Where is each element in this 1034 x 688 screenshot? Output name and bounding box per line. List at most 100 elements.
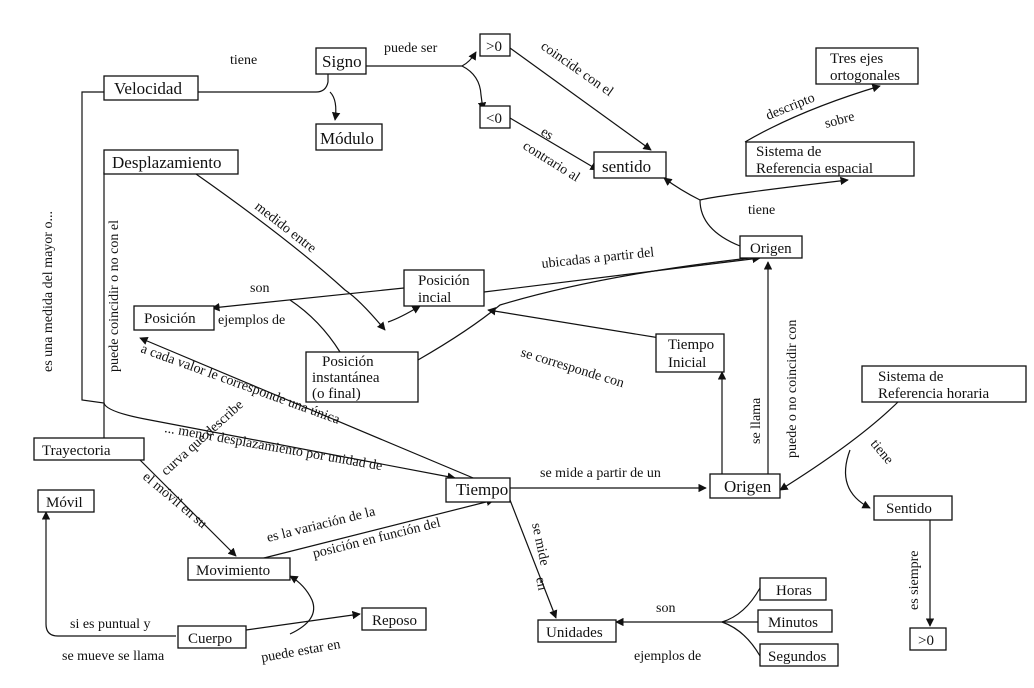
edges <box>41 47 935 657</box>
label-puede-ser: puede ser <box>384 41 438 56</box>
node-sentido-bottom[interactable]: Sentido <box>873 495 953 521</box>
node-sentido-top[interactable]: sentido <box>593 151 667 179</box>
node-movimiento-label: Movimiento <box>196 563 270 579</box>
node-origen-top[interactable]: Origen <box>739 235 803 259</box>
node-origen-top-label: Origen <box>750 241 792 257</box>
node-segundos[interactable]: Segundos <box>759 643 839 667</box>
label-es-una-medida: es una medida del mayor o... <box>41 211 56 372</box>
edge-movimiento-tiempo <box>255 497 495 561</box>
label-es-contrario-1: es <box>538 125 556 144</box>
node-srh[interactable]: Sistema de Referencia horaria <box>861 365 1027 403</box>
node-minutos[interactable]: Minutos <box>757 609 833 633</box>
edge-signo-menor0 <box>461 65 487 111</box>
edge-srh-sentido <box>844 449 871 509</box>
label-ejemplos-de-2: ejemplos de <box>634 649 701 664</box>
node-desplazamiento-label: Desplazamiento <box>112 153 222 172</box>
label-se-mide-en-1: se mide <box>528 522 552 567</box>
link-labels: tiene puede ser coincide con el es contr… <box>41 39 922 666</box>
edge-medido-posinicial <box>387 305 421 323</box>
node-reposo[interactable]: Reposo <box>361 607 427 631</box>
node-menor0[interactable]: <0 <box>479 105 511 129</box>
node-posicion-inicial[interactable]: Posición incial <box>403 269 485 307</box>
node-horas[interactable]: Horas <box>759 577 827 601</box>
node-posicion-instantanea[interactable]: Posición instantánea (o final) <box>305 351 419 403</box>
edge-segundos <box>721 621 761 657</box>
node-tres-ejes[interactable]: Tres ejes ortogonales <box>815 47 919 85</box>
label-se-llama: se llama <box>749 397 764 444</box>
edge-velocidad-signo <box>198 70 329 93</box>
node-reposo-label: Reposo <box>372 613 417 629</box>
node-srh-label-1: Sistema de <box>878 369 944 385</box>
label-se-mide-en-2: en <box>532 576 549 592</box>
node-signo-label: Signo <box>322 52 362 71</box>
node-movil-label: Móvil <box>46 495 83 511</box>
label-puede-estar-en: puede estar en <box>260 637 341 666</box>
node-segundos-label: Segundos <box>768 649 827 665</box>
edge-cuerpo-movil <box>41 511 176 637</box>
label-ejemplos-de-1: ejemplos de <box>218 313 285 328</box>
node-tres-ejes-label-2: ortogonales <box>830 68 900 84</box>
node-origen-bottom[interactable]: Origen <box>709 473 781 499</box>
edge-cuerpo-reposo <box>245 610 361 631</box>
node-trayectoria-label: Trayectoria <box>42 443 111 459</box>
label-tiene-1: tiene <box>230 53 257 68</box>
node-unidades-label: Unidades <box>546 625 603 641</box>
node-modulo[interactable]: Módulo <box>315 123 383 151</box>
node-modulo-label: Módulo <box>320 129 374 148</box>
label-puede-o-no-coincidir: puede o no coincidir con <box>785 320 800 458</box>
node-mayor0-bottom[interactable]: >0 <box>909 627 947 651</box>
label-se-mueve-se-llama: se mueve se llama <box>62 649 165 664</box>
node-mayor0-top-label: >0 <box>486 39 502 55</box>
edge-menor0-sentido <box>509 117 599 171</box>
node-movil[interactable]: Móvil <box>37 489 95 513</box>
node-tres-ejes-label-1: Tres ejes <box>830 51 883 67</box>
edge-origen-sre <box>699 176 849 247</box>
node-tiempo-inicial[interactable]: Tiempo Inicial <box>655 333 725 373</box>
node-movimiento[interactable]: Movimiento <box>187 557 291 581</box>
edge-mayor0-sentido <box>509 47 652 151</box>
node-sentido-bottom-label: Sentido <box>886 501 932 517</box>
node-unidades[interactable]: Unidades <box>537 619 617 643</box>
edge-sre-tresejes <box>744 84 881 143</box>
node-trayectoria[interactable]: Trayectoria <box>33 437 145 461</box>
edge-trayectoria-movimiento <box>139 459 237 557</box>
node-horas-label: Horas <box>776 583 812 599</box>
node-sentido-top-label: sentido <box>602 157 651 176</box>
node-posicion[interactable]: Posición <box>133 305 215 331</box>
label-es-siempre: es siempre <box>907 551 922 610</box>
label-es-contrario-2: contrario al <box>520 139 582 186</box>
node-mayor0-bottom-label: >0 <box>918 633 934 649</box>
node-posicion-label: Posición <box>144 311 196 327</box>
label-puede-coincidir: puede coincidir o no con el <box>107 220 122 372</box>
node-cuerpo-label: Cuerpo <box>188 631 232 647</box>
node-origen-bottom-label: Origen <box>724 477 772 496</box>
node-tiempo-inicial-label-1: Tiempo <box>668 337 714 353</box>
node-sre-label-2: Referencia espacial <box>756 161 873 177</box>
node-posicion-inicial-label-2: incial <box>418 290 451 306</box>
label-se-corresponde: se corresponde con <box>519 345 626 391</box>
label-se-mide-a-partir: se mide a partir de un <box>540 466 661 481</box>
edge-desplazamiento-posiciones <box>195 173 386 331</box>
node-cuerpo[interactable]: Cuerpo <box>177 625 247 649</box>
node-mayor0-top[interactable]: >0 <box>479 33 511 57</box>
edge-srh-origen <box>779 399 901 491</box>
node-posicion-instantanea-label-1: Posición <box>322 354 374 370</box>
node-tiempo[interactable]: Tiempo <box>445 477 511 503</box>
edge-posinicial-posicion <box>211 287 405 312</box>
label-medido-entre: medido entre <box>252 199 319 256</box>
edge-sentido-origen <box>663 177 701 201</box>
node-velocidad[interactable]: Velocidad <box>103 75 199 101</box>
label-son-2: son <box>656 601 675 616</box>
edge-cuerpo-movimiento <box>289 575 315 635</box>
node-signo[interactable]: Signo <box>315 47 367 75</box>
label-tiene-2: tiene <box>748 203 775 218</box>
label-ubicadas: ubicadas a partir del <box>541 245 655 272</box>
node-sre[interactable]: Sistema de Referencia espacial <box>745 141 915 177</box>
node-menor0-label: <0 <box>486 111 502 127</box>
edge-posinstantanea-origen <box>417 257 751 361</box>
label-sobre: sobre <box>823 110 856 132</box>
label-coincide-con-el: coincide con el <box>538 39 616 100</box>
edge-posinicial-origen <box>483 254 761 293</box>
node-desplazamiento[interactable]: Desplazamiento <box>103 149 239 175</box>
